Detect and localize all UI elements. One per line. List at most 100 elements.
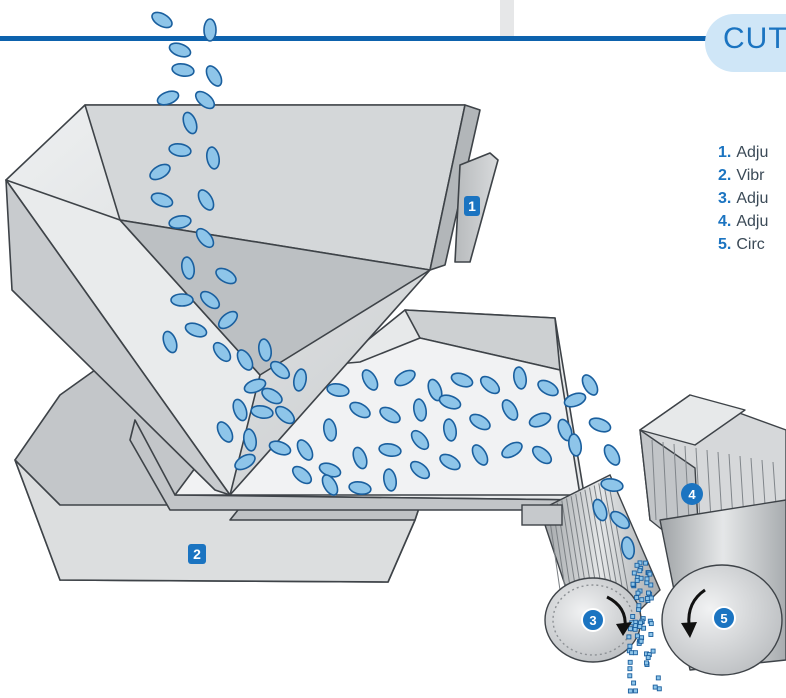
bean [501,441,523,459]
svg-text:3: 3 [589,613,596,628]
header-rule [0,36,720,41]
bean-cube [656,686,662,692]
cover-rib [695,447,701,521]
bean [234,453,256,471]
bean-cube [650,648,656,654]
cover-rib [673,443,679,521]
bean-cube [631,680,637,686]
bean [205,65,223,87]
bean [588,417,612,433]
cover-rib [684,445,690,521]
bean-cube [643,560,649,566]
bean [322,418,338,442]
roller-rib [607,478,631,603]
bean [236,349,254,371]
bean-cube [644,576,650,582]
marker-2: 2 [188,544,206,564]
bean [581,374,599,396]
steps-list: 1.Adju 2.Vibr 3.Adju 4.Adju 5.Circ [718,144,768,259]
svg-text:1: 1 [468,198,476,214]
bean-cube [634,577,640,583]
svg-text:5: 5 [720,611,727,626]
bean [268,440,292,456]
bean [242,428,258,452]
bean [291,465,313,485]
marker-4: 4 [681,483,703,505]
bean-cube [652,684,658,690]
bean-cube [648,621,654,627]
cover-rib [651,439,657,521]
bean [243,378,267,394]
title-pill [705,14,786,72]
bean [217,310,239,330]
bean [197,189,215,211]
bean [321,474,339,496]
cover-rib [662,441,668,521]
bean [250,404,274,420]
bean-cube [637,568,643,574]
list-item: 2.Vibr [718,167,765,184]
bean-cube [645,655,651,660]
bean-cube [632,650,638,656]
bean [609,510,631,530]
bean [215,267,237,285]
bean [409,460,431,480]
bean-cube [627,659,633,665]
bean [326,382,350,398]
bean-cube [647,571,653,577]
roller-rib [602,481,626,602]
bean [537,379,559,397]
svg-text:4: 4 [688,487,696,502]
bean-cube [639,597,645,603]
bean [195,227,215,249]
bean [348,480,372,496]
bean [205,146,221,170]
bean [168,42,192,58]
svg-text:2: 2 [193,546,201,562]
bean [439,453,461,471]
cover-rib [706,449,712,521]
bean-flow [149,11,636,560]
bean [394,369,416,387]
roller-rib [566,498,582,594]
bean-cube [648,582,654,588]
bean [361,369,379,391]
bean-cube [634,633,640,639]
bean [149,163,171,181]
bean-cube [655,675,661,681]
section-title: CUT [723,22,786,55]
bean-cube [630,581,636,587]
bean [274,405,296,425]
bean [592,498,608,522]
bean-cube [644,660,649,666]
bean-cube [627,688,633,694]
bean-cube [648,595,654,601]
bean-cube [638,575,644,581]
bean [563,392,587,408]
bean [296,439,314,461]
bean [512,366,528,390]
bean [382,468,398,492]
bean [450,372,474,388]
diced-output [626,560,662,694]
marker-1: 1 [464,196,480,216]
bean-cube [638,638,644,644]
bean-cube [627,673,633,679]
bean-cube [634,562,640,568]
list-item: 1.Adju [718,144,769,161]
bean [479,375,501,395]
bean [501,399,519,421]
bean-cube [646,590,651,596]
bean-cube [634,595,640,601]
bean [170,293,194,307]
bean-cube [635,590,641,596]
bean [412,398,428,422]
bean [151,11,173,29]
bean [528,412,552,428]
marker-5: 5 [712,606,736,630]
bean-cube [636,603,642,609]
rotation-arrowhead-ccw [681,622,697,638]
bean [531,445,553,465]
bean [212,341,232,363]
